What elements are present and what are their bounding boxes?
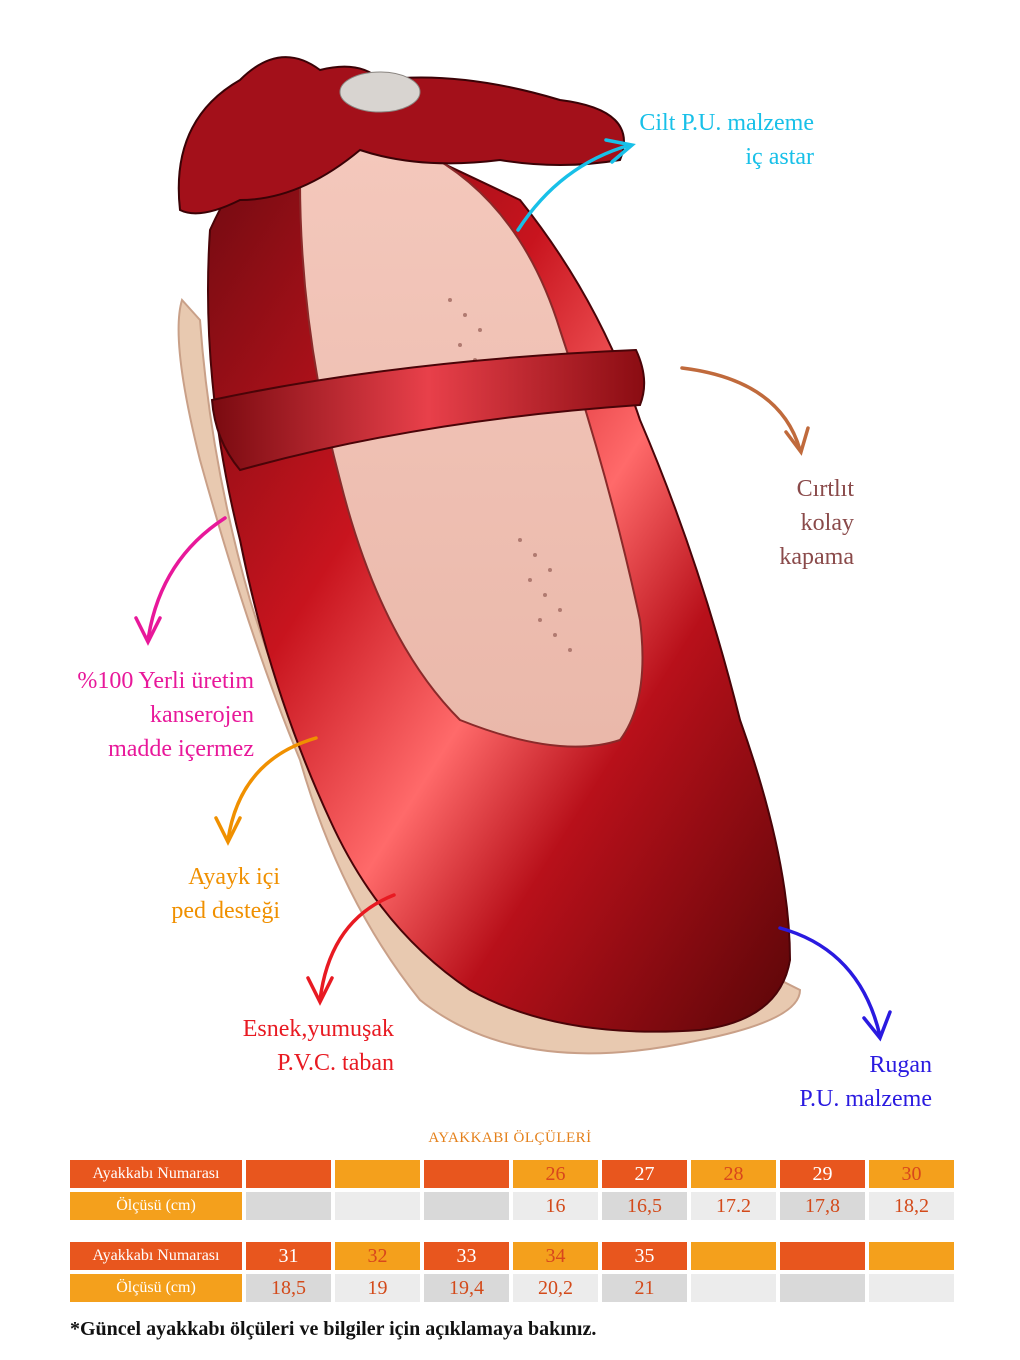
size-cell: 33 [424, 1242, 509, 1270]
arrow-pad [226, 736, 318, 842]
measure-cell: 19 [335, 1274, 420, 1302]
size-cell [691, 1242, 776, 1270]
row-label-measure: Ölçüsü (cm) [70, 1192, 242, 1220]
shoe-image [177, 56, 802, 1055]
size-cell [780, 1242, 865, 1270]
size-cell: 35 [602, 1242, 687, 1270]
measure-cell [335, 1192, 420, 1220]
arrow-patent [778, 926, 882, 1038]
row-label-size: Ayakkabı Numarası [70, 1242, 242, 1270]
size-cell: 27 [602, 1160, 687, 1188]
measure-cell: 20,2 [513, 1274, 598, 1302]
size-cell: 31 [246, 1242, 331, 1270]
measure-cell: 17,8 [780, 1192, 865, 1220]
row-label-measure: Ölçüsü (cm) [70, 1274, 242, 1302]
size-cell [424, 1160, 509, 1188]
callout-material: Rugan P.U. malzeme [799, 1052, 932, 1112]
measure-cell: 16,5 [602, 1192, 687, 1220]
size-cell [335, 1160, 420, 1188]
arrow-closure [680, 366, 802, 452]
size-cell: 34 [513, 1242, 598, 1270]
measure-cell: 17.2 [691, 1192, 776, 1220]
footnote: *Güncel ayakkabı ölçüleri ve bilgiler iç… [70, 1318, 597, 1340]
measure-cell [424, 1192, 509, 1220]
measure-cell [780, 1274, 865, 1302]
callout-sole: Esnek,yumuşak P.V.C. taban [242, 1016, 394, 1076]
measure-cell [869, 1274, 954, 1302]
measure-cell: 21 [602, 1274, 687, 1302]
size-cell: 26 [513, 1160, 598, 1188]
measure-cell: 18,2 [869, 1192, 954, 1220]
size-cell [246, 1160, 331, 1188]
measure-cell [691, 1274, 776, 1302]
size-cell: 29 [780, 1160, 865, 1188]
size-cell: 32 [335, 1242, 420, 1270]
row-label-size: Ayakkabı Numarası [70, 1160, 242, 1188]
callout-local: %100 Yerli üretim kanserojen madde içerm… [77, 668, 254, 762]
arrow-local [146, 516, 227, 642]
measure-cell: 18,5 [246, 1274, 331, 1302]
measure-cell: 19,4 [424, 1274, 509, 1302]
arrow-lining [516, 143, 632, 232]
arrows-layer [134, 138, 892, 1042]
size-cell: 30 [869, 1160, 954, 1188]
measure-cell: 16 [513, 1192, 598, 1220]
callout-closure: Cırtlıt kolay kapama [779, 476, 854, 570]
size-table-title: AYAKKABI ÖLÇÜLERİ [428, 1130, 592, 1146]
size-cell: 28 [691, 1160, 776, 1188]
size-cell [869, 1242, 954, 1270]
arrow-sole [318, 893, 396, 1002]
callout-pad: Ayayk içi ped desteği [171, 864, 280, 924]
measure-cell [246, 1192, 331, 1220]
callout-lining: Cilt P.U. malzeme iç astar [639, 110, 814, 170]
